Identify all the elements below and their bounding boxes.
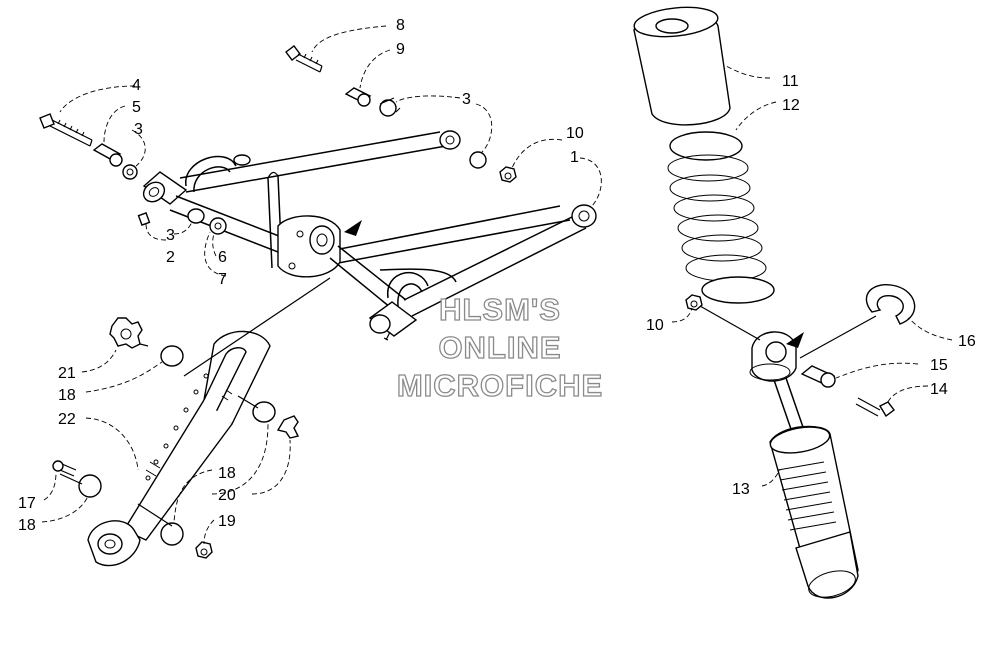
callout-3b: 3 <box>166 227 175 244</box>
callout-10-lower: 10 <box>646 317 664 334</box>
lower-diagonal-arm <box>329 204 597 317</box>
spacer-15 <box>800 365 836 388</box>
callout-8: 8 <box>396 17 405 34</box>
callout-21: 21 <box>58 365 76 382</box>
spacer-5 <box>92 143 123 167</box>
callout-18-lower: 18 <box>18 517 36 534</box>
callout-14: 14 <box>930 381 948 398</box>
upper-frame-bar <box>179 130 461 193</box>
strap-assembly <box>52 317 300 567</box>
callout-10-upper: 10 <box>566 125 584 142</box>
watermark-line-3: MICROFICHE <box>397 368 603 403</box>
callout-17: 17 <box>18 495 36 512</box>
nut-10-lower <box>685 294 703 311</box>
callout-4: 4 <box>132 77 141 94</box>
callout-15: 15 <box>930 357 948 374</box>
nut-19 <box>195 541 213 559</box>
callout-19: 19 <box>218 513 236 530</box>
callout-3c: 3 <box>462 91 471 108</box>
bolt-4 <box>39 113 93 147</box>
boot-11 <box>633 6 731 126</box>
callout-1: 1 <box>570 149 579 166</box>
callout-7: 7 <box>218 271 227 288</box>
watermark-line-1: HLSM'S <box>439 292 561 327</box>
a-arm-assembly <box>39 45 597 341</box>
grease-fitting-2 <box>137 212 151 226</box>
wing-nut <box>276 415 300 439</box>
bushing-3-left <box>122 164 138 180</box>
callout-16: 16 <box>958 333 976 350</box>
washer-18-upper <box>160 345 184 367</box>
arrow-marker-arm <box>344 220 362 236</box>
bolt-14 <box>855 397 895 418</box>
callout-18-right: 18 <box>218 465 236 482</box>
bushing-3-right <box>469 151 487 169</box>
bolt-17 <box>52 460 77 477</box>
washer-6 <box>209 217 227 235</box>
washer-18-bottom <box>160 522 184 546</box>
washer-18-right <box>252 401 276 423</box>
callout-18-upper: 18 <box>58 387 76 404</box>
callout-5: 5 <box>132 99 141 116</box>
watermark-line-2: ONLINE <box>438 330 561 365</box>
shock-body-13 <box>769 425 859 599</box>
shock-top-eye <box>749 331 797 382</box>
leader-lines <box>41 25 953 545</box>
strap-22 <box>122 330 271 541</box>
shock-assembly <box>633 6 916 599</box>
center-pivot-plate <box>277 215 341 278</box>
spacer-9 <box>344 87 372 107</box>
bushing-3-lower <box>187 208 205 224</box>
callout-12: 12 <box>782 97 800 114</box>
bolt-8 <box>285 45 323 73</box>
callout-3a: 3 <box>134 121 143 138</box>
callout-22: 22 <box>58 411 76 428</box>
callout-11: 11 <box>782 73 799 90</box>
callout-13: 13 <box>732 481 750 498</box>
arrow-marker-shock <box>786 332 804 348</box>
bushing-3-top <box>379 97 401 117</box>
knob-21 <box>109 317 149 349</box>
left-pivot-tube <box>142 171 188 205</box>
snap-ring-16 <box>865 284 916 325</box>
main-cross-tube <box>169 195 571 267</box>
mount-loop-left <box>185 154 251 193</box>
callout-6: 6 <box>218 249 227 266</box>
washer-18-lower <box>78 474 102 498</box>
spring-12 <box>667 131 775 304</box>
callout-20: 20 <box>218 487 236 504</box>
callout-9: 9 <box>396 41 405 58</box>
callout-labels: 4 5 3 3 2 6 7 8 9 3 10 1 11 12 10 16 15 … <box>18 17 976 534</box>
watermark: HLSM'S ONLINE MICROFICHE <box>396 291 603 403</box>
nut-10-upper <box>499 166 517 183</box>
end-tube <box>368 301 418 341</box>
mount-loop-right <box>379 268 457 307</box>
strap-eye-end <box>87 520 141 567</box>
callout-2: 2 <box>166 249 175 266</box>
